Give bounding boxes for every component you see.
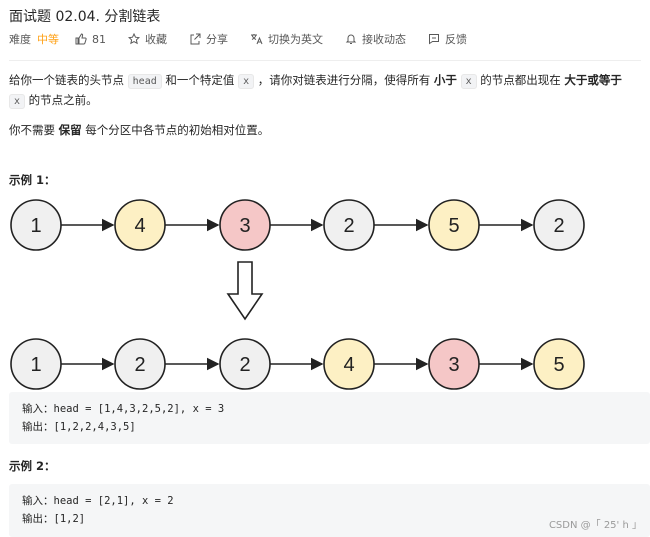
text: ，请你对链表进行分隔，使得所有	[254, 73, 434, 87]
watermark: CSDN @「 25' h 」	[548, 520, 642, 531]
input-node-6	[533, 199, 585, 251]
output-node-label-2: 2	[134, 354, 145, 376]
output-node-label-3: 2	[239, 354, 250, 376]
input-node-4	[323, 199, 375, 251]
difficulty-label: 难度	[9, 33, 31, 46]
example-1-output: 输出：[1,2,2,4,3,5]	[22, 421, 136, 433]
notify-button[interactable]: 接收动态	[345, 31, 406, 47]
input-list: 1 4 3 2 5 2	[10, 199, 585, 251]
example-2-heading: 示例 2：	[9, 459, 56, 473]
input-node-5	[428, 199, 480, 251]
difficulty-badge: 中等	[37, 33, 59, 46]
text: 和一个特定值	[161, 73, 239, 87]
output-node-5	[428, 338, 480, 390]
output-node-label-5: 3	[448, 354, 459, 376]
example-1-heading: 示例 1：	[9, 173, 56, 187]
meta-bar: 难度 中等 81 收藏 分享 切换为英文 接收动态 反馈	[9, 31, 489, 47]
star-icon	[128, 33, 140, 45]
thumbs-up-icon	[75, 33, 87, 45]
input-node-2	[114, 199, 166, 251]
description-paragraph-1: 给你一个链表的头节点 head 和一个特定值 x ，请你对链表进行分隔，使得所有…	[9, 71, 641, 111]
output-node-3	[219, 338, 271, 390]
input-node-label-1: 1	[30, 215, 41, 237]
like-button[interactable]: 81	[75, 33, 106, 46]
output-node-6	[533, 338, 585, 390]
switch-language-label: 切换为英文	[268, 33, 323, 46]
code-x: x	[9, 94, 26, 109]
output-list: 1 2 2 4 3 5	[10, 338, 585, 390]
header-divider	[9, 60, 641, 61]
bold-gte: 大于或等于	[564, 73, 622, 87]
bold-less-than: 小于	[433, 73, 457, 87]
input-node-3	[219, 199, 271, 251]
input-node-1	[10, 199, 62, 251]
description-paragraph-2: 你不需要 保留 每个分区中各节点的初始相对位置。	[9, 121, 641, 139]
input-node-label-3: 3	[239, 215, 250, 237]
switch-language-button[interactable]: 切换为英文	[250, 31, 323, 47]
down-arrow-icon	[226, 261, 264, 321]
notify-label: 接收动态	[362, 33, 406, 46]
input-node-label-5: 5	[448, 215, 459, 237]
like-count: 81	[92, 32, 106, 46]
example-1-diagram: 1 4 3 2 5 2 1 2 2 4 3 5	[10, 199, 585, 390]
share-icon	[190, 33, 201, 45]
problem-description: 给你一个链表的头节点 head 和一个特定值 x ，请你对链表进行分隔，使得所有…	[9, 71, 641, 149]
share-label: 分享	[206, 33, 228, 46]
page-title: 面试题 02.04. 分割链表	[9, 9, 161, 25]
feedback-label: 反馈	[445, 33, 467, 46]
output-node-label-1: 1	[30, 354, 41, 376]
output-node-1	[10, 338, 62, 390]
text: 给你一个链表的头节点	[9, 73, 128, 87]
share-button[interactable]: 分享	[189, 31, 228, 47]
input-node-label-4: 2	[343, 215, 354, 237]
example-1-input: 输入：head = [1,4,3,2,5,2], x = 3	[22, 403, 225, 415]
input-node-label-2: 4	[134, 215, 145, 237]
text: 的节点之前。	[25, 93, 98, 107]
favorite-button[interactable]: 收藏	[128, 31, 167, 47]
feedback-button[interactable]: 反馈	[428, 31, 467, 47]
code-x: x	[238, 74, 255, 89]
input-node-label-6: 2	[553, 215, 564, 237]
output-node-label-4: 4	[343, 354, 354, 376]
feedback-icon	[429, 34, 439, 45]
example-2-output: 输出：[1,2]	[22, 513, 86, 525]
bell-icon	[345, 34, 357, 44]
example-2-code: 输入：head = [2,1], x = 2 输出：[1,2]	[9, 484, 650, 537]
favorite-label: 收藏	[145, 33, 167, 46]
text: 的节点都出现在	[476, 73, 565, 87]
output-node-4	[323, 338, 375, 390]
code-head: head	[127, 74, 162, 89]
text: 你不需要	[9, 123, 59, 137]
bold-keep: 保留	[58, 123, 82, 137]
code-x: x	[460, 74, 477, 89]
example-2-input: 输入：head = [2,1], x = 2	[22, 495, 174, 507]
output-node-2	[114, 338, 166, 390]
text: 每个分区中各节点的初始相对位置。	[81, 123, 270, 137]
translate-icon	[251, 34, 263, 45]
output-node-label-6: 5	[553, 354, 564, 376]
example-1-code: 输入：head = [1,4,3,2,5,2], x = 3 输出：[1,2,2…	[9, 392, 650, 444]
